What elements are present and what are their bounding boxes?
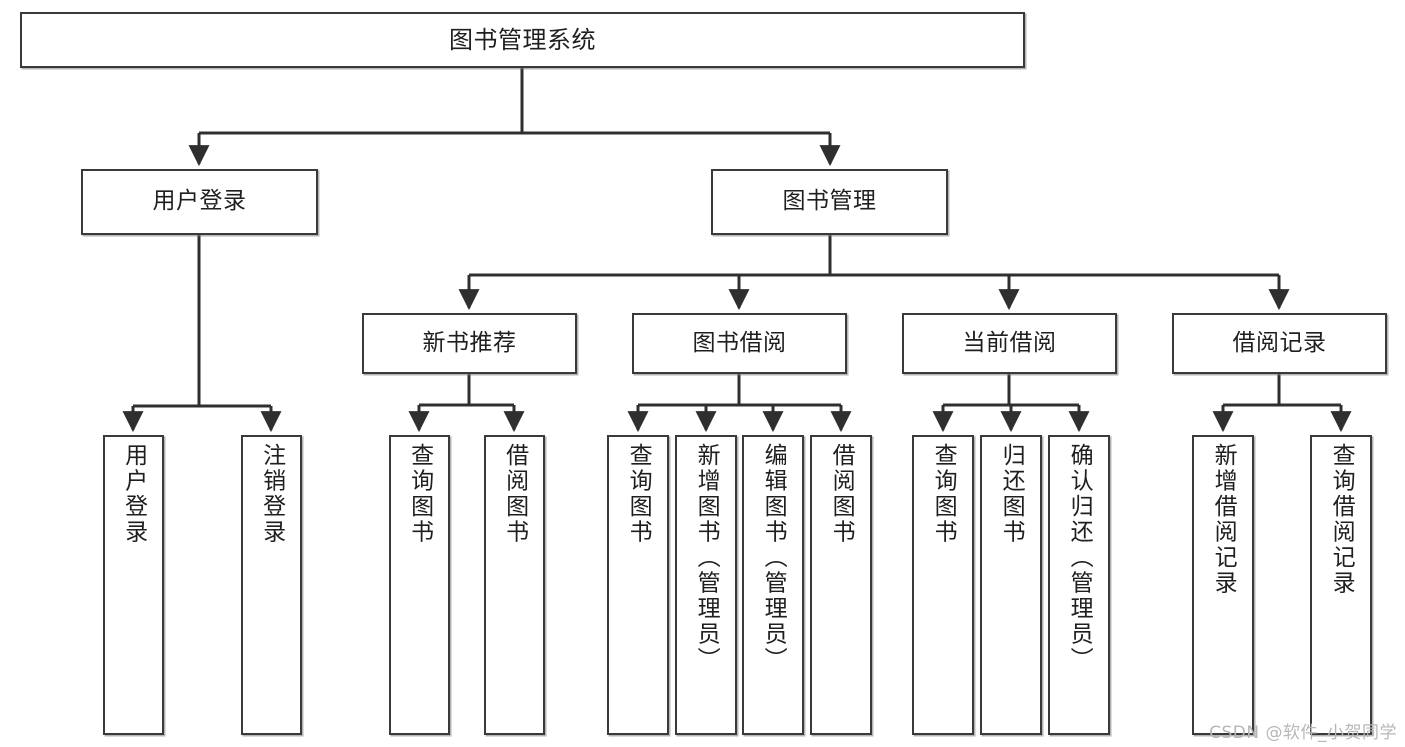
node-root-system[interactable]: 图书管理系统 xyxy=(20,12,1025,68)
node-label: 查询借阅记录 xyxy=(1328,443,1355,596)
node-leaf-query-book-3[interactable]: 查询图书 xyxy=(912,435,974,735)
node-leaf-return-book[interactable]: 归还图书 xyxy=(980,435,1042,735)
node-label: 借阅图书 xyxy=(501,443,528,545)
node-leaf-query-book-2[interactable]: 查询图书 xyxy=(607,435,669,735)
node-label: 新增借阅记录 xyxy=(1210,443,1237,596)
node-leaf-add-borrow-record[interactable]: 新增借阅记录 xyxy=(1192,435,1254,735)
node-borrow-record[interactable]: 借阅记录 xyxy=(1172,313,1387,374)
node-label: 归还图书 xyxy=(998,443,1025,545)
node-label: 查询图书 xyxy=(930,443,957,545)
node-leaf-confirm-return[interactable]: 确认归还（管理员） xyxy=(1048,435,1110,735)
node-label: 确认归还（管理员） xyxy=(1066,443,1093,673)
node-label: 查询图书 xyxy=(406,443,433,545)
node-label: 用户登录 xyxy=(152,188,247,215)
node-user-login[interactable]: 用户登录 xyxy=(81,169,318,235)
node-current-borrow[interactable]: 当前借阅 xyxy=(902,313,1117,374)
node-label: 当前借阅 xyxy=(962,329,1057,356)
node-new-book-recommend[interactable]: 新书推荐 xyxy=(362,313,577,374)
node-leaf-logout-login[interactable]: 注销登录 xyxy=(241,435,302,735)
node-book-management[interactable]: 图书管理 xyxy=(711,169,948,235)
node-label: 编辑图书（管理员） xyxy=(760,443,787,673)
node-label: 图书管理 xyxy=(782,188,877,215)
node-leaf-add-book[interactable]: 新增图书（管理员） xyxy=(675,435,737,735)
node-label: 查询图书 xyxy=(625,443,652,545)
node-label: 新增图书（管理员） xyxy=(693,443,720,673)
node-label: 注销登录 xyxy=(258,443,285,545)
node-label: 借阅记录 xyxy=(1232,329,1327,356)
node-label: 新书推荐 xyxy=(422,329,517,356)
csdn-watermark: CSDN @软件_小贺同学 xyxy=(1209,723,1397,743)
node-label: 借阅图书 xyxy=(828,443,855,545)
node-label: 图书借阅 xyxy=(692,329,787,356)
node-label: 图书管理系统 xyxy=(449,25,596,54)
node-label: 用户登录 xyxy=(120,443,147,545)
node-leaf-borrow-book-2[interactable]: 借阅图书 xyxy=(810,435,872,735)
node-leaf-query-borrow-record[interactable]: 查询借阅记录 xyxy=(1310,435,1372,735)
node-book-borrow[interactable]: 图书借阅 xyxy=(632,313,847,374)
node-leaf-borrow-book-1[interactable]: 借阅图书 xyxy=(484,435,545,735)
node-leaf-edit-book[interactable]: 编辑图书（管理员） xyxy=(742,435,804,735)
node-leaf-user-login[interactable]: 用户登录 xyxy=(103,435,164,735)
node-leaf-query-book-1[interactable]: 查询图书 xyxy=(389,435,450,735)
